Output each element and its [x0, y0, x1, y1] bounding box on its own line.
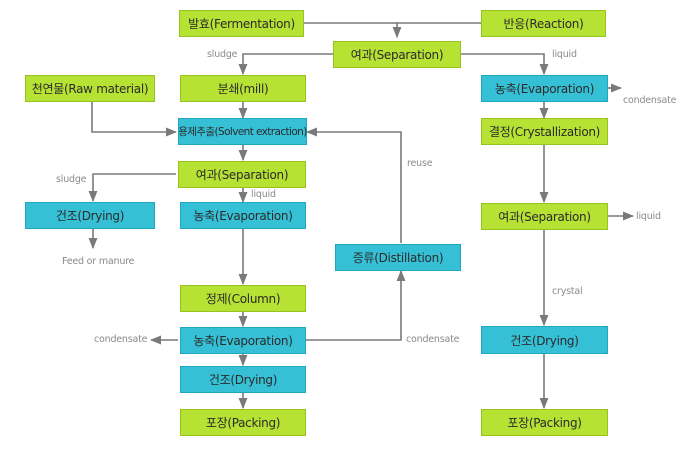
arrow-raw-material-to-extraction: [91, 102, 178, 137]
label-condensate-mid: condensate: [406, 334, 460, 345]
arrow-reuse-to-extraction: [305, 127, 402, 243]
node-drying-right: 건조(Drying): [481, 326, 608, 354]
label-liquid-right: liquid: [636, 211, 661, 222]
arrow-separation-to-mill: [238, 53, 333, 76]
node-drying-mid: 건조(Drying): [180, 366, 306, 393]
node-mill: 분쇄(mill): [180, 75, 306, 102]
node-fermentation: 발효(Fermentation): [179, 10, 304, 37]
node-evaporation-right: 농축(Evaporation): [481, 75, 608, 102]
arrow-condensate-to-distillation: [306, 269, 406, 341]
node-evaporation-left2: 농축(Evaporation): [180, 327, 306, 354]
label-crystal: crystal: [552, 286, 583, 297]
node-separation-left: 여과(Separation): [178, 161, 306, 188]
node-crystallization: 결정(Crystallization): [481, 118, 608, 145]
label-condensate-right: condensate: [623, 95, 677, 106]
arrow-separation-to-evaporation-right: [461, 53, 549, 76]
node-evaporation-left: 농축(Evaporation): [180, 202, 306, 229]
node-separation-right: 여과(Separation): [481, 203, 608, 230]
node-separation-top: 여과(Separation): [333, 41, 461, 68]
node-drying-left: 건조(Drying): [25, 202, 155, 229]
label-liquid-top: liquid: [552, 49, 577, 60]
label-sludge-left: sludge: [56, 174, 87, 185]
label-sludge-top: sludge: [207, 49, 238, 60]
node-solvent-extraction: 용제추출(Solvent extraction): [178, 118, 307, 145]
label-condensate-left: condensate: [94, 334, 148, 345]
node-reaction: 반응(Reaction): [481, 10, 606, 37]
label-reuse: reuse: [407, 158, 433, 169]
node-column: 정제(Column): [180, 285, 306, 312]
node-packing-right: 포장(Packing): [481, 409, 608, 436]
node-raw-material: 천연물(Raw material): [25, 75, 155, 102]
node-distillation: 증류(Distillation): [335, 244, 461, 271]
label-feed-or-manure: Feed or manure: [62, 256, 135, 267]
arrow-separation-to-drying: [88, 173, 176, 203]
label-liquid-left: liquid: [251, 189, 276, 200]
node-packing-left: 포장(Packing): [180, 409, 306, 436]
